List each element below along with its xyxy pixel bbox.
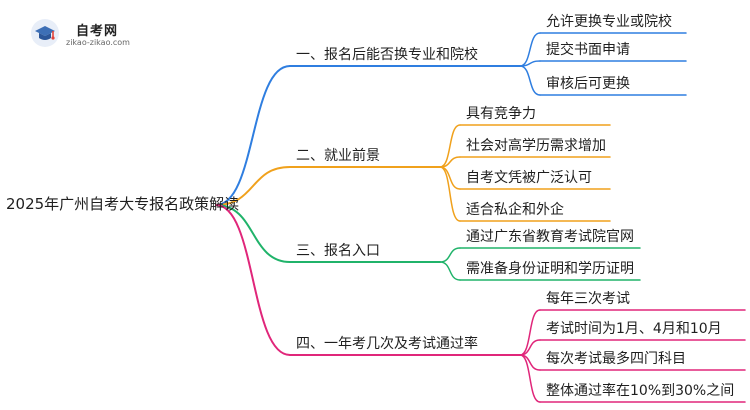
- leaf-connector: [519, 60, 541, 67]
- leaf-connector: [439, 261, 461, 281]
- graduation-cap-icon: [30, 18, 60, 48]
- leaf-connector: [439, 247, 461, 263]
- logo-url: zikao-zikao.com: [66, 38, 130, 47]
- leaf-node[interactable]: 自考文凭被广泛认可: [466, 170, 592, 186]
- branch-connector: [215, 204, 291, 263]
- logo-title: 自考网: [76, 24, 119, 39]
- leaf-node[interactable]: 每年三次考试: [546, 291, 630, 307]
- leaf-node[interactable]: 社会对高学历需求增加: [466, 138, 606, 154]
- leaf-connector: [439, 166, 461, 222]
- site-logo[interactable]: 自考网 zikao-zikao.com: [30, 16, 140, 50]
- leaf-connector: [519, 65, 541, 96]
- leaf-connector: [519, 354, 541, 403]
- branch-3-label[interactable]: 三、报名入口: [296, 243, 380, 259]
- leaf-node[interactable]: 允许更换专业或院校: [546, 14, 672, 30]
- leaf-node[interactable]: 通过广东省教育考试院官网: [466, 229, 634, 245]
- leaf-connector: [519, 339, 541, 356]
- leaf-node[interactable]: 提交书面申请: [546, 42, 630, 58]
- branch-1-label[interactable]: 一、报名后能否换专业和院校: [296, 47, 478, 63]
- leaf-connector: [439, 166, 461, 190]
- branch-connector: [215, 204, 291, 356]
- leaf-connector: [439, 124, 461, 168]
- branch-connector: [215, 65, 291, 206]
- leaf-connector: [519, 309, 541, 356]
- leaf-node[interactable]: 具有竞争力: [466, 106, 536, 122]
- leaf-node[interactable]: 需准备身份证明和学历证明: [466, 261, 634, 277]
- leaf-connector: [519, 32, 541, 67]
- branch-connector: [215, 166, 291, 206]
- leaf-node[interactable]: 适合私企和外企: [466, 202, 564, 218]
- branch-4-label[interactable]: 四、一年考几次及考试通过率: [296, 336, 478, 352]
- leaf-node[interactable]: 考试时间为1月、4月和10月: [546, 321, 722, 337]
- branch-2-label[interactable]: 二、就业前景: [296, 148, 380, 164]
- leaf-node[interactable]: 整体通过率在10%到30%之间: [546, 383, 735, 399]
- leaf-node[interactable]: 审核后可更换: [546, 76, 630, 92]
- leaf-node[interactable]: 每次考试最多四门科目: [546, 351, 686, 367]
- root-topic[interactable]: 2025年广州自考大专报名政策解读: [6, 195, 240, 213]
